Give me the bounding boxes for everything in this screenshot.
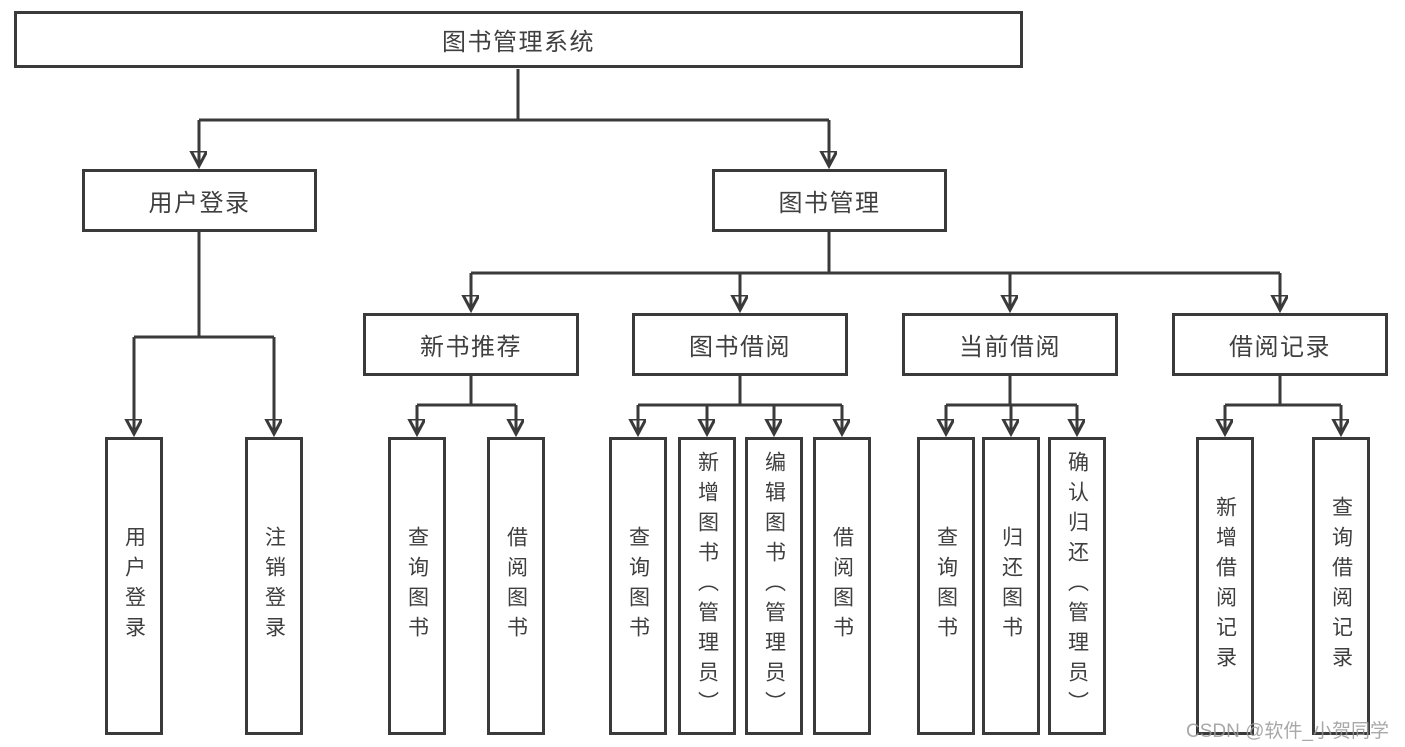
leaf-query-borrow-record: 查询借阅记录 [1312,437,1370,735]
node-book-management: 图书管理 [712,169,947,232]
leaf-query-books-recommend: 查询图书 [388,437,446,735]
leaf-borrow-books: 借阅图书 [813,437,871,735]
leaf-edit-book-admin: 编辑图书（管理员） [745,437,803,735]
node-new-book-recommend: 新书推荐 [363,313,579,376]
leaf-borrow-books-recommend: 借阅图书 [487,437,545,735]
csdn-watermark: CSDN @软件_小贺同学 [1186,721,1389,742]
leaf-confirm-return-admin: 确认归还（管理员） [1048,437,1106,735]
leaf-add-borrow-record: 新增借阅记录 [1196,437,1254,735]
node-book-borrow: 图书借阅 [632,313,848,376]
node-borrow-records: 借阅记录 [1172,313,1388,376]
leaf-logout: 注销登录 [245,437,303,735]
node-user-login: 用户登录 [82,169,317,232]
node-current-borrow: 当前借阅 [902,313,1118,376]
leaf-query-books-current: 查询图书 [917,437,975,735]
leaf-user-login: 用户登录 [105,437,163,735]
leaf-query-books-borrow: 查询图书 [609,437,667,735]
leaf-add-book-admin: 新增图书（管理员） [678,437,736,735]
leaf-return-book: 归还图书 [982,437,1040,735]
node-root: 图书管理系统 [14,11,1023,68]
